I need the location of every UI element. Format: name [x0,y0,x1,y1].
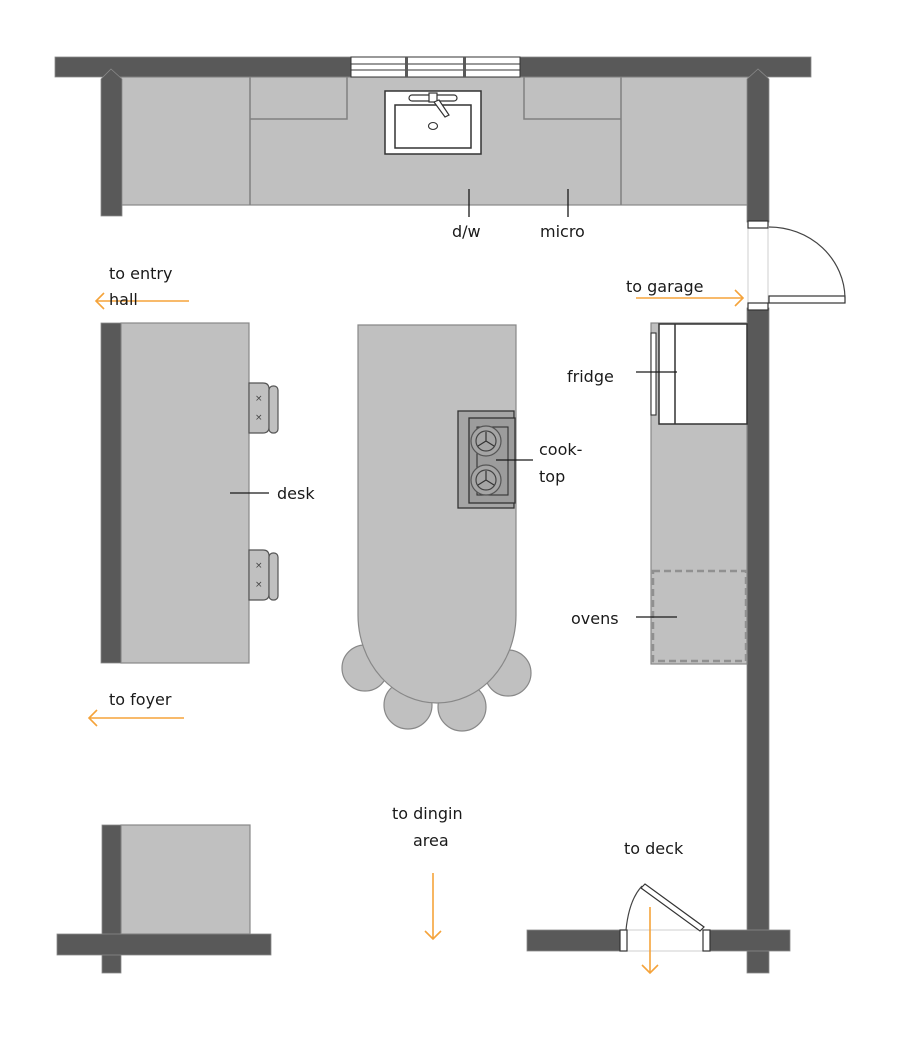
deck-door-opening [622,929,708,952]
deck-door-leaf [640,883,705,932]
arrow-right-icon [636,289,745,307]
garage-label: to garage [626,277,704,296]
ovens-outline [651,569,748,663]
bottom-wall-right [709,929,791,952]
right-wall [746,68,770,974]
right-counter-run [650,322,748,665]
top-wall-right [519,56,812,78]
cooktop-label-line2: top [539,467,565,486]
chair-back [268,552,279,601]
direction-arrows [87,289,745,975]
chair-mark: × [255,561,263,571]
desk-wall [100,322,122,664]
dining-label-line1: to dingin [392,804,463,823]
bottom-wall-left [56,933,272,956]
garage-door-leaf [768,295,846,304]
bottom-wall-mid [526,929,622,952]
foyer-label: to foyer [109,690,172,709]
upper-cabinet-left [250,77,348,120]
drain-icon [427,121,439,131]
window-frame [350,56,521,78]
door-jamb [702,929,711,952]
desk-chair: × × [248,382,279,434]
deck-label: to deck [624,839,684,858]
right-wall-upper [746,68,770,223]
chair-mark: × [255,394,263,404]
window [350,56,521,78]
arrow-left-icon [94,292,189,310]
burner-icon [470,464,502,496]
door-jamb [747,302,769,311]
ovens-label: ovens [571,609,619,628]
window-mullion [405,57,408,77]
labels: d/w micro fridge cook- top desk ovens to… [109,222,704,858]
door-jamb [747,220,769,229]
garage-door-opening [747,227,769,304]
entry-hall-label-line2: hall [109,290,138,309]
bottom-left-corner [56,824,272,974]
corner-cabinet [120,824,251,935]
faucet-base [428,92,438,103]
microwave-label: micro [540,222,585,241]
chair-mark: × [255,580,263,590]
fridge-handle [650,332,657,416]
sink-basin [394,104,472,149]
desk-label: desk [277,484,315,503]
chair-seat [248,549,270,601]
bottom-right-wall [526,929,791,952]
top-wall [54,56,812,217]
top-wall-left [54,56,352,78]
faucet-spout [433,99,450,118]
entry-hall-label-line1: to entry [109,264,172,283]
upper-cabinet-right [523,77,621,120]
cooktop-label-line1: cook- [539,440,582,459]
island [357,324,517,704]
door-jamb [619,929,628,952]
window-mullion [463,57,466,77]
fridge-body [658,323,748,425]
right-wall-lower [746,307,770,974]
chair-back [268,385,279,434]
garage-door-swing-arc [768,226,846,299]
fridge [650,323,748,425]
deck-door[interactable] [619,883,711,952]
arrow-down-icon [641,907,659,975]
arrow-down-icon [424,873,442,941]
deck-door-swing-arc [625,885,643,931]
arrow-left-icon [87,709,184,727]
garage-door[interactable] [747,220,846,311]
dining-label-line2: area [413,831,449,850]
burner-icon [470,425,502,457]
desk [120,322,250,664]
desk-chair: × × [248,549,279,601]
desk-counter [100,322,250,664]
leader-lines [230,189,677,618]
chair-seat [248,382,270,434]
sink [384,90,482,155]
dishwasher-label: d/w [452,222,481,241]
fridge-label: fridge [567,367,614,386]
chair-mark: × [255,413,263,423]
left-wall-upper [100,68,123,217]
